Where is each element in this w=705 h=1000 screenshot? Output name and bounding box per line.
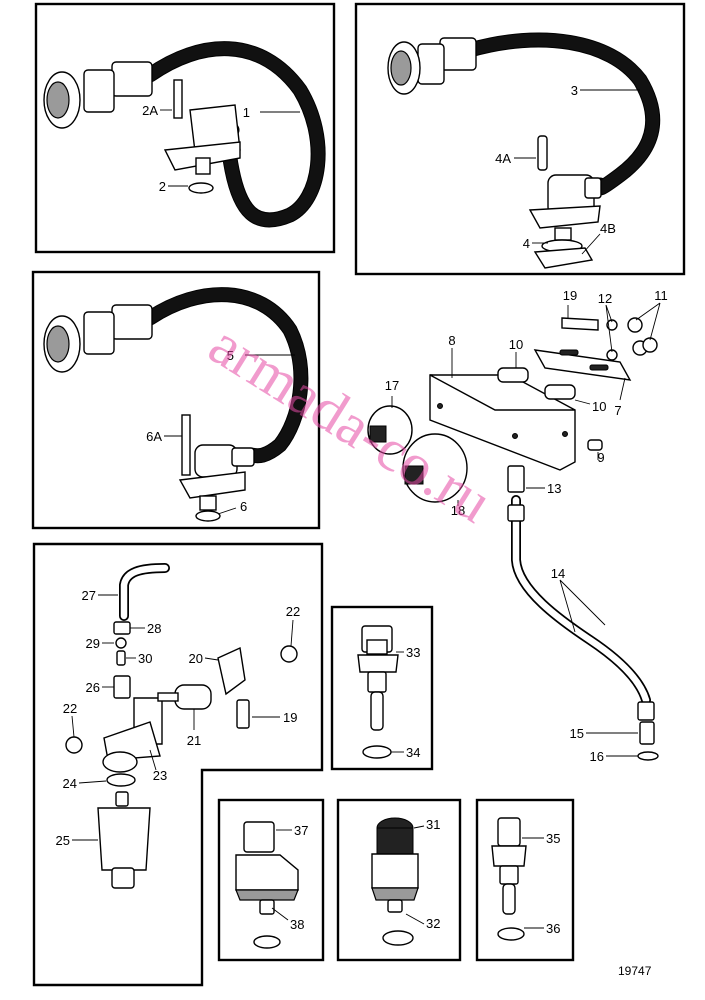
panel-sensor-1	[34, 2, 336, 254]
callout-13: 13	[547, 481, 561, 496]
sensor-35	[491, 817, 527, 941]
callout-22-right: 22	[286, 604, 300, 619]
callout-7: 7	[614, 403, 621, 418]
callout-2A: 2A	[142, 103, 158, 118]
panel-sensor-35	[475, 798, 575, 962]
panel-sensor-31	[336, 798, 462, 962]
callout-10-lower: 10	[592, 399, 606, 414]
panel-sensor-33	[330, 605, 434, 771]
callout-30: 30	[138, 651, 152, 666]
callout-15: 15	[570, 726, 584, 741]
callout-5: 5	[227, 348, 234, 363]
callout-25: 25	[56, 833, 70, 848]
callout-31: 31	[426, 817, 440, 832]
harness-5	[43, 287, 309, 522]
callout-8: 8	[448, 333, 455, 348]
sensor-31	[371, 817, 419, 946]
sensor-17	[367, 405, 413, 455]
callout-21: 21	[187, 733, 201, 748]
harness-3	[387, 32, 661, 269]
harness-1	[43, 41, 326, 228]
callout-36: 36	[546, 921, 560, 936]
panel-sensor-3	[354, 2, 686, 276]
callout-18: 18	[451, 503, 465, 518]
sensor-37	[235, 821, 299, 949]
callout-37: 37	[294, 823, 308, 838]
callout-29: 29	[86, 636, 100, 651]
figure-number: 19747	[618, 964, 652, 978]
callout-26: 26	[86, 680, 100, 695]
callout-19-lower: 19	[283, 710, 297, 725]
panel-sensor-37	[217, 798, 325, 962]
callout-38: 38	[290, 917, 304, 932]
callout-1: 1	[243, 105, 250, 120]
callout-2: 2	[159, 179, 166, 194]
oil-pressure-assembly	[65, 563, 298, 889]
callout-4A: 4A	[495, 151, 511, 166]
callout-17: 17	[385, 378, 399, 393]
callout-23: 23	[153, 768, 167, 783]
callout-3: 3	[571, 83, 578, 98]
callout-22-left: 22	[63, 701, 77, 716]
callout-14: 14	[551, 566, 565, 581]
callout-9: 9	[597, 450, 604, 465]
sensor-33	[357, 625, 399, 759]
callout-12: 12	[598, 291, 612, 306]
callout-10-upper: 10	[509, 337, 523, 352]
panel-sensor-5	[31, 270, 321, 530]
callout-11: 11	[654, 288, 668, 303]
callout-6A: 6A	[146, 429, 162, 444]
sensor-block	[429, 317, 658, 471]
panel-oil-pressure-assembly	[32, 542, 324, 987]
callout-19-block: 19	[563, 288, 577, 303]
callout-4: 4	[523, 236, 530, 251]
adapter-13	[507, 465, 525, 493]
callout-34: 34	[406, 745, 420, 760]
callout-24: 24	[63, 776, 77, 791]
callout-6: 6	[240, 499, 247, 514]
callout-28: 28	[147, 621, 161, 636]
callout-4B: 4B	[600, 221, 616, 236]
callout-32: 32	[426, 916, 440, 931]
callout-33: 33	[406, 645, 420, 660]
callout-20: 20	[189, 651, 203, 666]
callout-27: 27	[82, 588, 96, 603]
pipe-14	[507, 495, 659, 761]
callout-16: 16	[590, 749, 604, 764]
callout-35: 35	[546, 831, 560, 846]
sensor-18	[402, 433, 468, 503]
